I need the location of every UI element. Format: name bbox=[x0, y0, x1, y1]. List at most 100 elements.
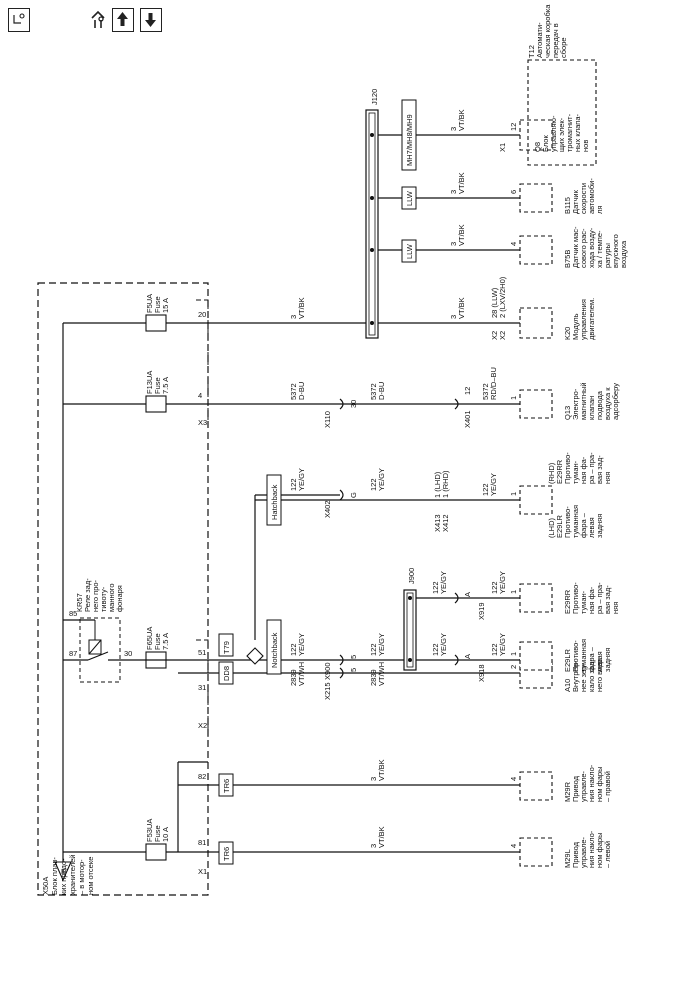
svg-text:Противо-: Противо- bbox=[571, 640, 580, 672]
toolbar bbox=[0, 0, 700, 46]
svg-text:клапан: клапан bbox=[587, 396, 596, 420]
svg-text:X412: X412 bbox=[441, 514, 450, 532]
svg-text:Блок: Блок bbox=[541, 135, 550, 152]
svg-text:2839: 2839 bbox=[369, 669, 378, 686]
svg-text:30: 30 bbox=[349, 400, 358, 408]
svg-text:5372: 5372 bbox=[481, 383, 490, 400]
svg-text:ких предо-: ких предо- bbox=[59, 858, 68, 895]
svg-text:ля: ля bbox=[595, 206, 604, 214]
svg-text:(RHD): (RHD) bbox=[547, 462, 556, 484]
svg-text:122: 122 bbox=[369, 478, 378, 491]
svg-text:A10: A10 bbox=[563, 679, 572, 692]
svg-text:D-BU: D-BU bbox=[297, 382, 306, 400]
x3-connector-bracket bbox=[196, 299, 209, 420]
page-down-button[interactable] bbox=[140, 8, 162, 32]
k20-pin-2: 2 (LXV/2H0) bbox=[498, 276, 507, 318]
circuit-legend-icon bbox=[13, 13, 25, 24]
svg-text:туманная: туманная bbox=[571, 505, 580, 538]
svg-text:фара –: фара – bbox=[587, 646, 596, 672]
svg-text:VT/BK: VT/BK bbox=[377, 826, 386, 848]
svg-text:Hatchback: Hatchback bbox=[270, 484, 279, 520]
legend-toggle-button[interactable] bbox=[8, 8, 30, 32]
tools-button[interactable] bbox=[88, 8, 110, 32]
component-m29r bbox=[519, 771, 553, 801]
svg-text:Противо-: Противо- bbox=[563, 452, 572, 484]
svg-text:ном отсеке: ном отсеке bbox=[86, 857, 95, 895]
fuse-f5ua-label: F5UA Fuse 15 A bbox=[145, 294, 170, 313]
svg-text:Fuse: Fuse bbox=[153, 825, 162, 842]
page-up-button[interactable] bbox=[112, 8, 134, 32]
svg-text:воздуха: воздуха bbox=[619, 240, 628, 268]
svg-text:Notchback: Notchback bbox=[270, 632, 279, 668]
desc-e29rr: E29RR Противо- туман- ная фа- ра – пра- … bbox=[563, 582, 620, 614]
connector-x2: X2 bbox=[198, 721, 207, 730]
svg-text:E29RR: E29RR bbox=[563, 589, 572, 614]
svg-text:1: 1 bbox=[509, 652, 518, 656]
svg-text:YE/GY: YE/GY bbox=[297, 468, 306, 491]
svg-text:12: 12 bbox=[463, 387, 472, 395]
svg-text:фара –: фара – bbox=[579, 512, 588, 538]
svg-text:X918: X918 bbox=[477, 664, 486, 682]
svg-text:YE/GY: YE/GY bbox=[377, 633, 386, 656]
svg-text:5372: 5372 bbox=[369, 383, 378, 400]
svg-text:3: 3 bbox=[449, 242, 458, 246]
svg-text:YE/GY: YE/GY bbox=[498, 571, 507, 594]
svg-text:туман-: туман- bbox=[571, 460, 580, 484]
svg-text:X1: X1 bbox=[498, 143, 507, 152]
svg-text:122: 122 bbox=[490, 643, 499, 656]
desc-q13: Q13 Электро- магнитный клапан подвода во… bbox=[563, 382, 620, 420]
svg-text:X110: X110 bbox=[323, 411, 332, 428]
svg-text:Электро-: Электро- bbox=[571, 388, 580, 420]
svg-text:сборе: сборе bbox=[559, 37, 568, 58]
svg-text:TR6: TR6 bbox=[222, 779, 231, 793]
svg-text:ха / темпе-: ха / темпе- bbox=[595, 230, 604, 268]
svg-text:вая зад-: вая зад- bbox=[595, 455, 604, 484]
svg-text:нее зер-: нее зер- bbox=[579, 663, 588, 692]
svg-text:VT/WH: VT/WH bbox=[377, 662, 386, 686]
svg-text:сового рас-: сового рас- bbox=[579, 228, 588, 268]
svg-text:Fuse: Fuse bbox=[153, 296, 162, 313]
svg-text:F65UA: F65UA bbox=[145, 627, 154, 650]
tr6-tag-2 bbox=[218, 773, 234, 797]
svg-text:ных клапа-: ных клапа- bbox=[573, 113, 582, 152]
svg-text:122: 122 bbox=[289, 643, 298, 656]
svg-text:D-BU: D-BU bbox=[377, 382, 386, 400]
svg-text:M29R: M29R bbox=[563, 781, 572, 802]
arrow-down-icon bbox=[145, 13, 156, 27]
relay-pin-85: 85 bbox=[69, 609, 77, 618]
svg-text:6: 6 bbox=[509, 190, 518, 194]
desc-t12: T12 Автомати- ческая коробка передач в с… bbox=[527, 4, 568, 58]
wrench-icon bbox=[91, 10, 105, 28]
svg-text:7.5 A: 7.5 A bbox=[161, 633, 170, 650]
component-b75b bbox=[519, 235, 553, 265]
inline-x402 bbox=[339, 489, 344, 501]
svg-text:1 (RHD): 1 (RHD) bbox=[441, 470, 450, 498]
fuse-block-symbol-icon bbox=[54, 861, 72, 882]
fuse-f5ua bbox=[145, 314, 167, 332]
svg-text:2: 2 bbox=[509, 665, 518, 669]
desc-lhd: (LHD) E29LR Противо- туманная фара – лев… bbox=[547, 505, 604, 538]
svg-text:Автомати-: Автомати- bbox=[535, 22, 544, 58]
relay-kr57 bbox=[79, 617, 121, 683]
svg-text:1: 1 bbox=[509, 492, 518, 496]
svg-text:A: A bbox=[463, 654, 472, 659]
svg-text:T79: T79 bbox=[222, 641, 231, 654]
component-t12 bbox=[527, 59, 597, 166]
svg-text:3: 3 bbox=[449, 190, 458, 194]
svg-text:3: 3 bbox=[369, 844, 378, 848]
svg-text:щих элек-: щих элек- bbox=[557, 117, 566, 152]
pin-31: 31 bbox=[198, 683, 206, 692]
svg-text:ра – пра-: ра – пра- bbox=[595, 582, 604, 614]
svg-text:туман-: туман- bbox=[579, 590, 588, 614]
pin-4: 4 bbox=[198, 391, 202, 400]
svg-text:B75B: B75B bbox=[563, 250, 572, 268]
inline-x919 bbox=[454, 592, 459, 604]
inline-x110 bbox=[339, 398, 344, 410]
svg-text:B115: B115 bbox=[563, 197, 572, 214]
svg-text:передач в: передач в bbox=[551, 23, 560, 58]
svg-text:впускного: впускного bbox=[611, 234, 620, 268]
svg-text:задняя: задняя bbox=[603, 648, 612, 672]
pin-51: 51 bbox=[198, 648, 206, 657]
svg-text:няя: няя bbox=[603, 472, 612, 484]
svg-text:хода возду-: хода возду- bbox=[587, 227, 596, 268]
